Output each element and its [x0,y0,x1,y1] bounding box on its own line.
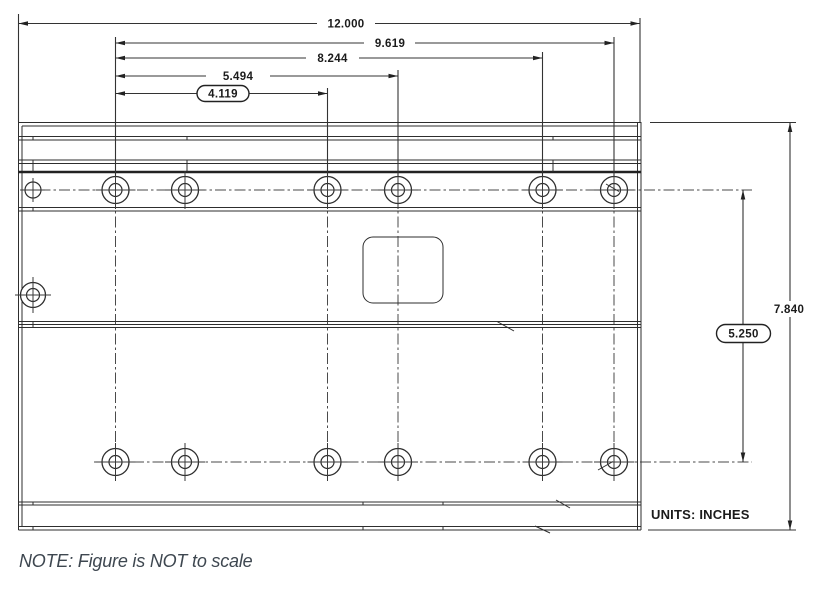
scale-note: NOTE: Figure is NOT to scale [19,551,253,571]
center-cutout [362,236,444,304]
side-hole [15,277,51,313]
centerlines [20,189,752,478]
top-hole-row [21,171,634,209]
dimension-5494: 5.494 [115,71,398,83]
units-label: UNITS: INCHES [651,507,750,522]
balloon-5250 [715,323,772,344]
balloon-4119 [196,84,250,103]
dimension-4119: 4.119 [115,84,328,103]
witness-ticks [32,136,571,534]
dim-label-8244: 8.244 [317,53,348,65]
dimension-row-spacing: 5.250 [715,190,772,462]
dimension-8244: 8.244 [115,53,543,65]
dim-label-5250: 5.250 [728,329,758,341]
dimension-9619: 9.619 [115,38,614,50]
dim-label-7840: 7.840 [774,304,804,316]
plate-outline [18,122,642,531]
extension-lines [17,14,796,531]
dim-label-overall-width: 12.000 [328,19,365,31]
dimension-overall-height: 7.840 [774,122,804,530]
dim-label-4119: 4.119 [208,89,238,101]
dim-label-9619: 9.619 [375,38,405,50]
dimension-overall-width: 12.000 [18,19,640,31]
dim-label-5494: 5.494 [223,71,254,83]
bottom-hole-row [95,443,634,481]
